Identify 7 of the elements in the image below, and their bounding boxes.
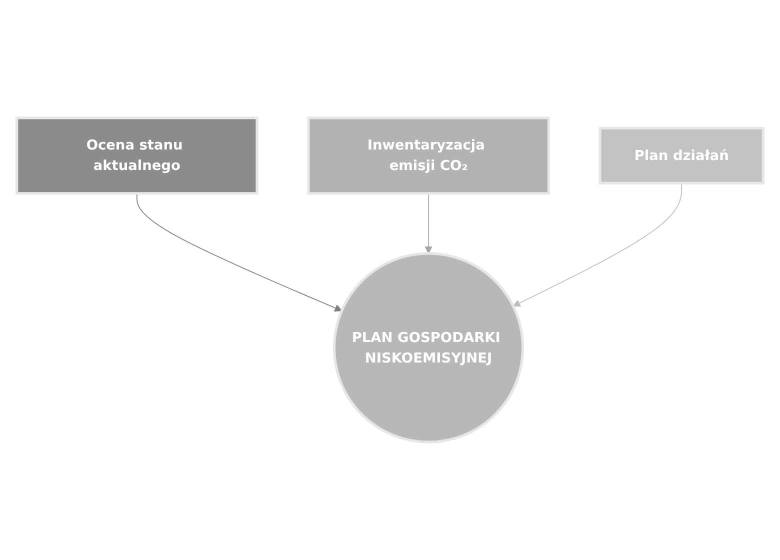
node-circle: PLAN GOSPODARKI NISKOEMISYJNEJ [332,252,524,444]
node-box: Plan działań [598,126,764,184]
arrow [424,192,432,254]
arrow [136,192,342,312]
arrow [512,182,682,307]
node-box: Ocena stanu aktualnego [16,116,258,195]
node-box: Inwentaryzacja emisji CO₂ [307,116,550,195]
